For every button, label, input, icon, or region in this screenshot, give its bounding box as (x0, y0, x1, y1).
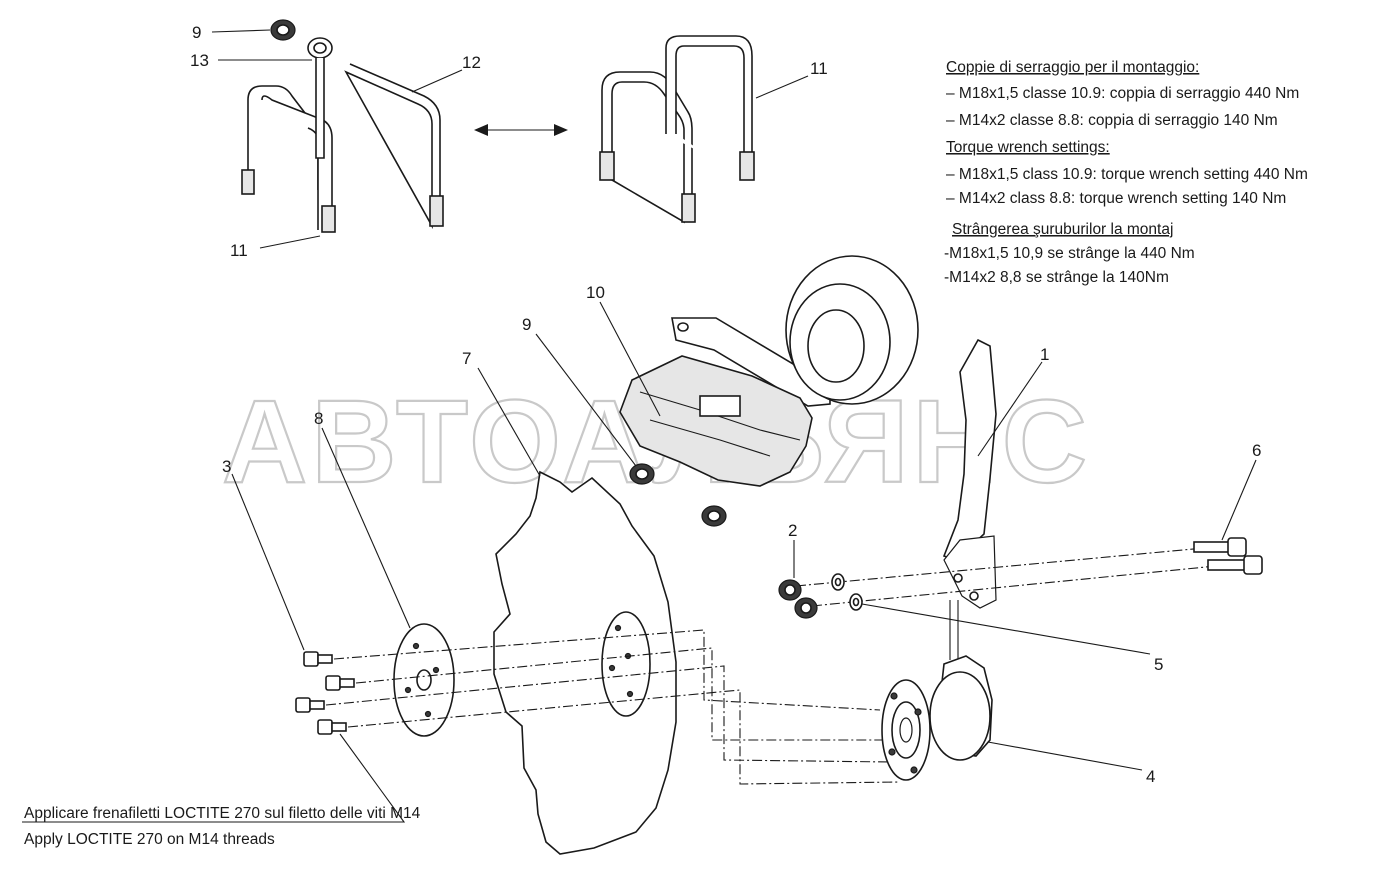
callout-4: 4 (1146, 767, 1155, 786)
double-arrow (474, 124, 568, 136)
torque-notes: Coppie di serraggio per il montaggio: – … (944, 59, 1308, 286)
callout-2: 2 (788, 521, 797, 540)
callout-7: 7 (462, 349, 471, 368)
torque-it-line-2: – M14x2 classe 8.8: coppia di serraggio … (946, 112, 1278, 129)
nut-9-middle (629, 463, 727, 527)
callout-8: 8 (314, 409, 323, 428)
thread-end (429, 195, 444, 227)
callout-1: 1 (1040, 345, 1049, 364)
torque-en-line-2: – M14x2 class 8.8: torque wrench setting… (946, 190, 1286, 207)
callout-9-top: 9 (192, 23, 201, 42)
notched-disc (493, 470, 677, 855)
leader-lines (22, 29, 1257, 823)
u-bolt-left-assembly (241, 19, 444, 233)
callout-11-left: 11 (230, 241, 248, 260)
thread-end (321, 205, 336, 233)
torque-it-line-1: – M18x1,5 classe 10.9: coppia di serragg… (946, 85, 1299, 102)
bolts-3 (295, 651, 355, 735)
tine-arm (942, 338, 997, 660)
thread-end (739, 151, 755, 181)
u-bolt-right-assembly (599, 35, 755, 224)
loctite-line-2: Apply LOCTITE 270 on M14 threads (24, 831, 275, 848)
washers-5 (831, 573, 863, 611)
torque-en-line-1: – M18x1,5 class 10.9: torque wrench sett… (946, 166, 1308, 183)
callout-labels: 9 13 12 11 11 10 9 7 8 3 1 6 2 5 4 (190, 23, 1261, 786)
thread-end (241, 169, 255, 195)
bearing-hub (881, 655, 993, 781)
callout-10: 10 (586, 283, 605, 302)
torque-ro-line-1: -M18x1,5 10,9 se strânge la 440 Nm (944, 245, 1195, 262)
thread-end (599, 151, 615, 181)
torque-heading-en: Torque wrench settings: (946, 139, 1110, 156)
callout-6: 6 (1252, 441, 1261, 460)
nuts-2 (778, 579, 818, 619)
callout-5: 5 (1154, 655, 1163, 674)
alignment-lines (325, 547, 1217, 785)
torque-heading-it: Coppie di serraggio per il montaggio: (946, 59, 1199, 76)
torque-ro-line-2: -M14x2 8,8 se strânge la 140Nm (944, 269, 1169, 286)
thread-end (681, 193, 696, 223)
loctite-line-1: Applicare frenafiletti LOCTITE 270 sul f… (24, 805, 421, 822)
torque-heading-ro: Strângerea şuruburilor la montaj (952, 221, 1173, 238)
mounting-bracket (619, 317, 831, 487)
flange-plate (393, 623, 455, 737)
bolts-6 (1193, 537, 1263, 575)
spring-coil (785, 255, 919, 405)
callout-11-right: 11 (810, 59, 828, 78)
loctite-note: Applicare frenafiletti LOCTITE 270 sul f… (24, 805, 421, 848)
callout-13: 13 (190, 51, 209, 70)
callout-9-middle: 9 (522, 315, 531, 334)
callout-3: 3 (222, 457, 231, 476)
nut-9-top (270, 19, 296, 41)
callout-12: 12 (462, 53, 481, 72)
